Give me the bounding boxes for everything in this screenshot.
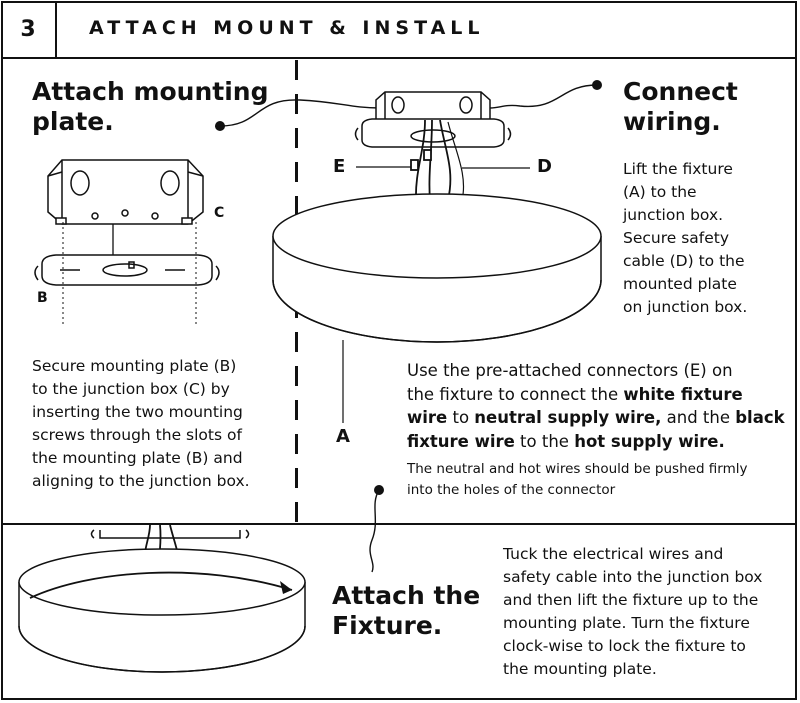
heading-line-1: Connect (623, 77, 738, 106)
text-line: Use the pre-attached connectors (E) on (407, 361, 733, 380)
attach-fixture-illustration (18, 524, 306, 673)
text-line: The neutral and hot wires should be push… (407, 461, 748, 477)
text-line: Tuck the electrical wires and (503, 545, 724, 563)
junction-box-illustration (47, 159, 204, 258)
text-line: fixture wire to the hot supply wire. (407, 431, 725, 451)
heading-attach-mounting-plate: Attach mounting plate. (32, 77, 268, 137)
heading-line-1: Attach mounting (32, 77, 269, 106)
text-line: safety cable into the junction box (503, 568, 763, 586)
heading-line-1: Attach the (332, 581, 481, 610)
text-line: on junction box. (623, 298, 748, 316)
section-title: ATTACH MOUNT & INSTALL (89, 17, 485, 39)
label-b: B (37, 290, 48, 306)
text-line: screws through the slots of (32, 426, 242, 444)
text-line: the fixture to connect the white fixture (407, 384, 743, 404)
text-line: junction box. (623, 206, 724, 224)
wires-illustration (410, 119, 465, 201)
text-line: and then lift the fixture up to the (503, 591, 759, 609)
ceiling-box-illustration (354, 91, 512, 148)
connector-note: The neutral and hot wires should be push… (407, 459, 748, 501)
text-line: cable (D) to the (623, 252, 745, 270)
text-line: aligning to the junction box. (32, 472, 250, 490)
heading-line-2: wiring. (623, 107, 721, 136)
text-line: wire to neutral supply wire, and the bla… (407, 408, 785, 427)
text-line: Lift the fixture (623, 160, 733, 178)
text-line: Secure mounting plate (B) (32, 357, 237, 375)
connector-instructions: Use the pre-attached connectors (E) on t… (407, 359, 797, 453)
text-line: inserting the two mounting (32, 403, 243, 421)
label-e: E (333, 156, 346, 177)
mounting-plate-illustration (34, 254, 220, 286)
text-line: into the holes of the connector (407, 482, 616, 498)
label-a: A (336, 426, 350, 447)
text-line: clock-wise to lock the fixture to (503, 637, 746, 655)
label-c: C (214, 205, 225, 221)
text-line: Secure safety (623, 229, 730, 247)
text-line: (A) to the (623, 183, 697, 201)
text-line: mounted plate (623, 275, 737, 293)
horizontal-divider (1, 523, 797, 525)
heading-line-2: plate. (32, 107, 114, 136)
lift-fixture-instructions: Lift the fixture (A) to the junction box… (623, 158, 747, 319)
heading-line-2: Fixture. (332, 611, 443, 640)
section-header: 3 ATTACH MOUNT & INSTALL (1, 1, 797, 59)
label-d: D (537, 156, 552, 177)
text-line: mounting plate. Turn the fixture (503, 614, 750, 632)
attach-fixture-instructions: Tuck the electrical wires and safety cab… (503, 543, 762, 681)
heading-attach-fixture: Attach the Fixture. (332, 581, 480, 641)
fixture-illustration (272, 193, 602, 343)
text-line: the mounting plate (B) and (32, 449, 243, 467)
step-number: 3 (1, 1, 57, 57)
text-line: to the junction box (C) by (32, 380, 230, 398)
heading-connect-wiring: Connect wiring. (623, 77, 738, 137)
mounting-instructions: Secure mounting plate (B) to the junctio… (32, 355, 250, 493)
text-line: the mounting plate. (503, 660, 657, 678)
